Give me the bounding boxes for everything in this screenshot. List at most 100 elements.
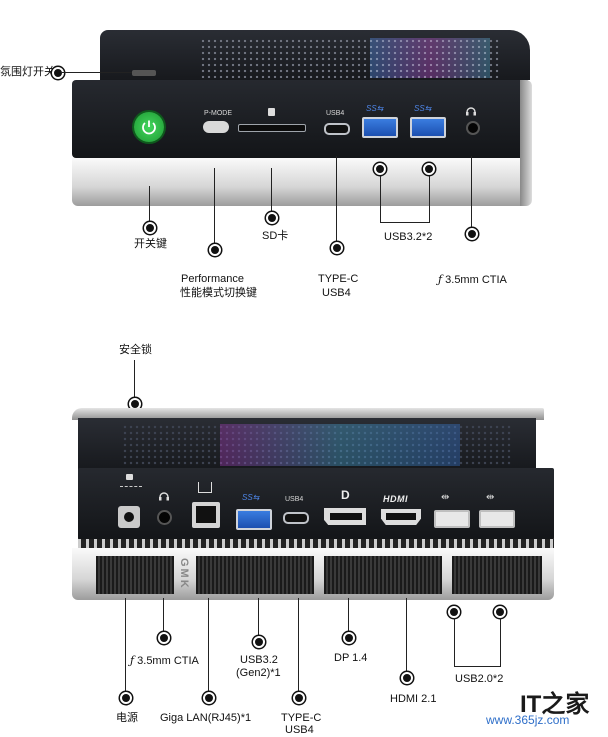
dc-power-hole	[124, 512, 134, 522]
callout-line	[298, 598, 299, 696]
ambient-light-button[interactable]	[132, 70, 156, 76]
hdmi-label: HDMI 2.1	[390, 693, 437, 705]
callout-line	[336, 156, 337, 244]
callout-line	[258, 598, 259, 638]
rear-typec-label-line2: USB4	[285, 724, 314, 736]
callout-line	[163, 598, 164, 636]
callout-dot	[466, 228, 478, 240]
rear-usb32-label-line1: USB3.2	[240, 654, 278, 666]
security-lock-label: 安全锁	[119, 344, 152, 356]
rear-audio-label-text: 3.5mm CTIA	[137, 655, 199, 667]
rear-typec-label-line1: TYPE-C	[281, 712, 322, 724]
watermark-url: www.365jz.com	[486, 713, 570, 727]
usb32-port-1[interactable]	[362, 117, 398, 138]
callout-dot	[266, 212, 278, 224]
usb-icon: ⇹	[486, 492, 495, 503]
top-chrome-base	[72, 158, 530, 206]
rear-audio-jack[interactable]	[157, 510, 172, 525]
callout-line	[271, 168, 272, 216]
sd-label: SD卡	[262, 230, 289, 242]
callout-dot	[293, 692, 305, 704]
vent-2	[196, 556, 314, 594]
usb20-label: USB2.0*2	[455, 673, 504, 685]
lan-port-inner	[196, 506, 216, 523]
gmk-brand: GMK	[178, 558, 190, 590]
callout-line	[214, 168, 215, 246]
callout-line	[380, 222, 430, 223]
callout-line	[125, 598, 126, 696]
pmode-label-line2: 性能模式切换键	[180, 287, 257, 299]
usb32-port-2[interactable]	[410, 117, 446, 138]
callout-line	[208, 598, 209, 696]
usb4-device-text: USB4	[326, 110, 345, 117]
displayport-logo: D	[341, 488, 350, 502]
usb4-typec-port[interactable]	[324, 123, 350, 135]
bottom-rgb-glow	[220, 424, 460, 466]
callout-dot	[331, 242, 343, 254]
ss-usb-logo: SS⇆	[242, 493, 260, 502]
callout-line	[454, 666, 501, 667]
ss-usb-logo: SS⇆	[414, 104, 432, 113]
usb32-label: USB3.2*2	[384, 231, 433, 243]
callout-line	[380, 176, 381, 222]
lock-icon	[126, 474, 133, 480]
pmode-button[interactable]	[203, 121, 229, 133]
callout-line	[429, 176, 430, 222]
usb-icon: ⇹	[441, 492, 450, 503]
vent-1	[96, 556, 174, 594]
usb20-port-2[interactable]	[479, 510, 515, 528]
pmode-label-line1: Performance	[181, 273, 244, 285]
bottom-top-lid	[72, 408, 544, 420]
rear-audio-label: ƒ 3.5mm CTIA	[130, 654, 199, 667]
network-icon	[198, 482, 212, 493]
callout-dot	[448, 606, 460, 618]
sd-card-slot[interactable]	[238, 124, 306, 132]
headphone-icon	[159, 492, 169, 501]
callout-line	[454, 618, 455, 666]
hdmi-inner	[386, 513, 416, 520]
rear-usb32-port[interactable]	[236, 509, 272, 530]
vent-4	[452, 556, 542, 594]
callout-line	[62, 72, 132, 73]
rear-panel	[78, 468, 554, 540]
top-chrome-right	[520, 80, 532, 206]
callout-dot	[120, 692, 132, 704]
audio-jack[interactable]	[466, 121, 480, 135]
callout-dot	[423, 163, 435, 175]
callout-dot	[52, 67, 64, 79]
callout-dot	[374, 163, 386, 175]
hdmi-logo: HDMI	[383, 494, 408, 504]
top-rgb-grille	[200, 38, 500, 78]
vent-3	[324, 556, 442, 594]
headphone-icon	[466, 107, 476, 116]
pmode-device-text: P-MODE	[204, 110, 232, 117]
dp-label: DP 1.4	[334, 652, 368, 664]
typec-label-line1: TYPE-C	[318, 273, 359, 285]
displayport-inner	[330, 513, 362, 520]
callout-dot	[343, 632, 355, 644]
bottom-grille	[122, 424, 512, 466]
callout-dot	[494, 606, 506, 618]
dc-symbol	[120, 486, 142, 491]
it-home-logo: IT之家	[520, 691, 590, 718]
audio-label: ƒ 3.5mm CTIA	[438, 273, 507, 286]
callout-line	[406, 598, 407, 678]
callout-line	[134, 360, 135, 400]
typec-label-line2: USB4	[322, 287, 351, 299]
usb20-port-1[interactable]	[434, 510, 470, 528]
power-icon	[142, 120, 156, 135]
rear-tick-strip	[78, 539, 554, 549]
ambient-light-label: 氛围灯开关	[0, 66, 55, 78]
top-rgb-glow	[370, 38, 490, 78]
callout-line	[348, 598, 349, 638]
dc-power-label: 电源	[116, 712, 138, 724]
callout-dot	[158, 632, 170, 644]
top-grille	[200, 38, 500, 78]
callout-dot	[203, 692, 215, 704]
callout-dot	[209, 244, 221, 256]
callout-dot	[401, 672, 413, 684]
callout-line	[500, 618, 501, 666]
rear-usb4-port[interactable]	[283, 512, 309, 524]
lan-label: Giga LAN(RJ45)*1	[160, 712, 252, 724]
sd-card-icon	[268, 108, 275, 116]
